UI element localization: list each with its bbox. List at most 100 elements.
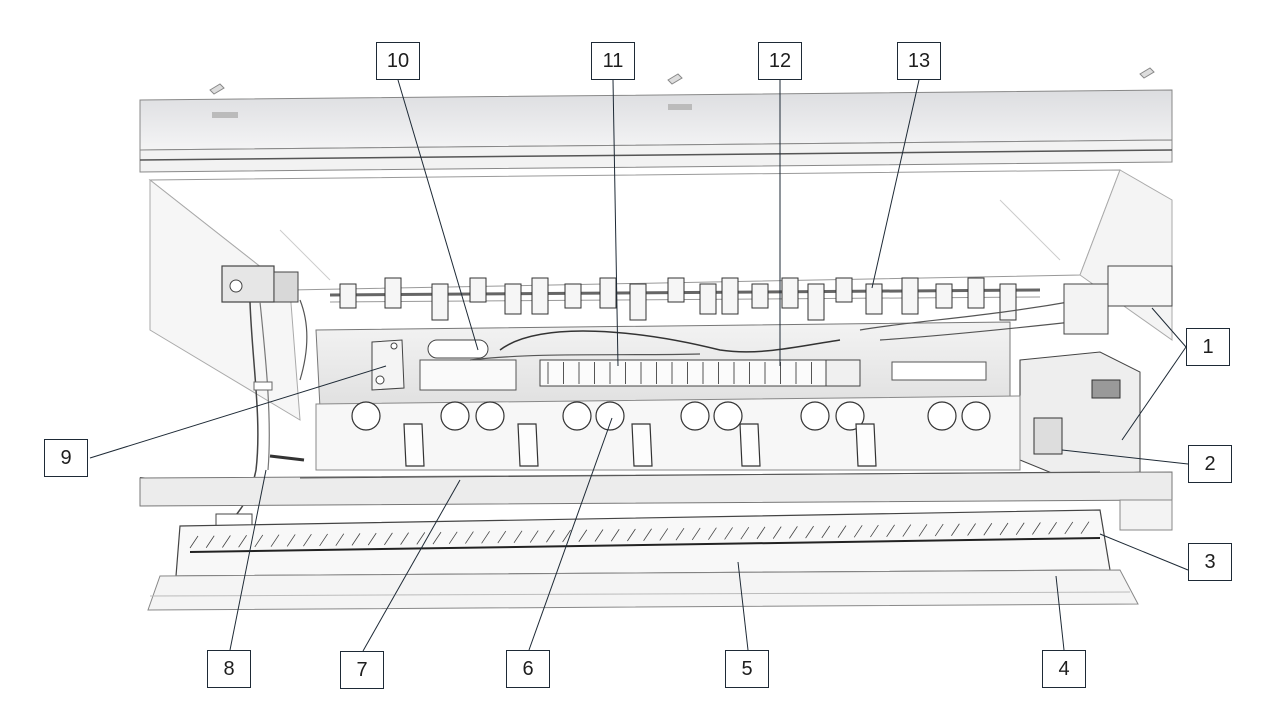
- bristle: [1064, 521, 1074, 535]
- callout-11: 11: [591, 42, 635, 80]
- rocker-arm: [865, 283, 883, 315]
- callout-13: 13: [897, 42, 941, 80]
- rocker-arm: [599, 277, 617, 309]
- leader-line: [1151, 307, 1187, 348]
- bristle: [918, 524, 928, 537]
- bristle: [286, 534, 296, 547]
- cover-slot: [668, 104, 692, 110]
- rocker-arm: [339, 283, 357, 309]
- leader-line: [89, 365, 387, 459]
- leader-line: [229, 469, 267, 651]
- top-cover: [139, 67, 1173, 173]
- bristle: [270, 534, 280, 547]
- cup-row: [351, 401, 991, 431]
- bristle: [205, 535, 215, 548]
- bristle: [821, 525, 831, 539]
- callout-2: 2: [1188, 445, 1232, 483]
- bristle: [416, 532, 426, 545]
- cup: [595, 401, 625, 431]
- terminal-strip: [547, 362, 812, 384]
- leader-line: [1099, 533, 1189, 571]
- bristle: [805, 525, 814, 539]
- rocker-arm: [807, 283, 825, 321]
- bristle: [853, 525, 863, 538]
- screw-icon: [1139, 67, 1155, 79]
- bristle: [999, 522, 1009, 536]
- callout-8: 8: [207, 650, 251, 688]
- cup: [680, 401, 710, 431]
- bristle: [902, 524, 912, 537]
- bristle: [594, 529, 604, 542]
- bristle: [400, 532, 409, 545]
- bristle: [189, 535, 199, 549]
- bristle: [967, 523, 976, 536]
- cup: [475, 401, 505, 431]
- bristle: [740, 526, 750, 540]
- bristle: [448, 531, 458, 545]
- rocker-arm: [504, 283, 522, 315]
- leader-line: [362, 479, 461, 652]
- clip: [739, 423, 761, 467]
- cup: [562, 401, 592, 431]
- bristle: [238, 534, 247, 548]
- cup: [927, 401, 957, 431]
- bristle: [546, 530, 555, 543]
- rocker-set: [339, 277, 1017, 321]
- bristle: [432, 531, 442, 545]
- callout-6: 6: [506, 650, 550, 688]
- bristle: [983, 523, 993, 536]
- callout-4: 4: [1042, 650, 1086, 688]
- bristle: [837, 525, 847, 538]
- rocker-arm: [751, 283, 769, 309]
- rocker-arm: [967, 277, 985, 309]
- rocker-arm: [999, 283, 1017, 321]
- bristle: [562, 529, 571, 543]
- leader-line: [1121, 346, 1187, 441]
- rocker-arm: [667, 277, 685, 303]
- left-bracket: [139, 265, 308, 535]
- bristle: [513, 530, 523, 544]
- leader-line: [1055, 575, 1065, 651]
- bristle: [481, 531, 490, 544]
- bristle: [708, 527, 717, 540]
- bristle: [610, 529, 620, 542]
- rocker-arm: [835, 277, 853, 303]
- leader-line: [612, 79, 619, 367]
- screw-icon: [667, 73, 683, 85]
- clip: [517, 423, 539, 467]
- clip-row: [403, 423, 877, 467]
- bristle: [951, 523, 960, 537]
- bristle: [1032, 522, 1041, 535]
- bristle: [789, 526, 798, 539]
- right-housing: [1019, 265, 1173, 479]
- leader-line: [871, 79, 920, 289]
- bristle: [1048, 521, 1057, 535]
- bristle: [1015, 522, 1025, 535]
- rocker-shaft-row: [329, 277, 1041, 321]
- callout-12: 12: [758, 42, 802, 80]
- brush-tray: [147, 509, 1139, 611]
- bristle: [772, 526, 782, 539]
- rocker-arm: [469, 277, 487, 303]
- bristle: [659, 528, 669, 541]
- bristle: [351, 533, 361, 546]
- rocker-arm: [699, 283, 717, 315]
- bristle: [335, 533, 345, 546]
- cup: [835, 401, 865, 431]
- lower-bar: [139, 471, 1173, 531]
- bristle: [367, 532, 377, 546]
- bristle: [384, 532, 393, 546]
- callout-5: 5: [725, 650, 769, 688]
- bristle: [529, 530, 539, 543]
- bristle: [934, 523, 944, 537]
- rocker-arm: [721, 277, 739, 315]
- cup: [713, 401, 743, 431]
- electronics-tray: [315, 299, 1091, 409]
- callout-1: 1: [1186, 328, 1230, 366]
- bristle: [691, 527, 701, 541]
- leader-line: [397, 79, 479, 351]
- bristle: [465, 531, 474, 544]
- rocker-arm: [564, 283, 582, 309]
